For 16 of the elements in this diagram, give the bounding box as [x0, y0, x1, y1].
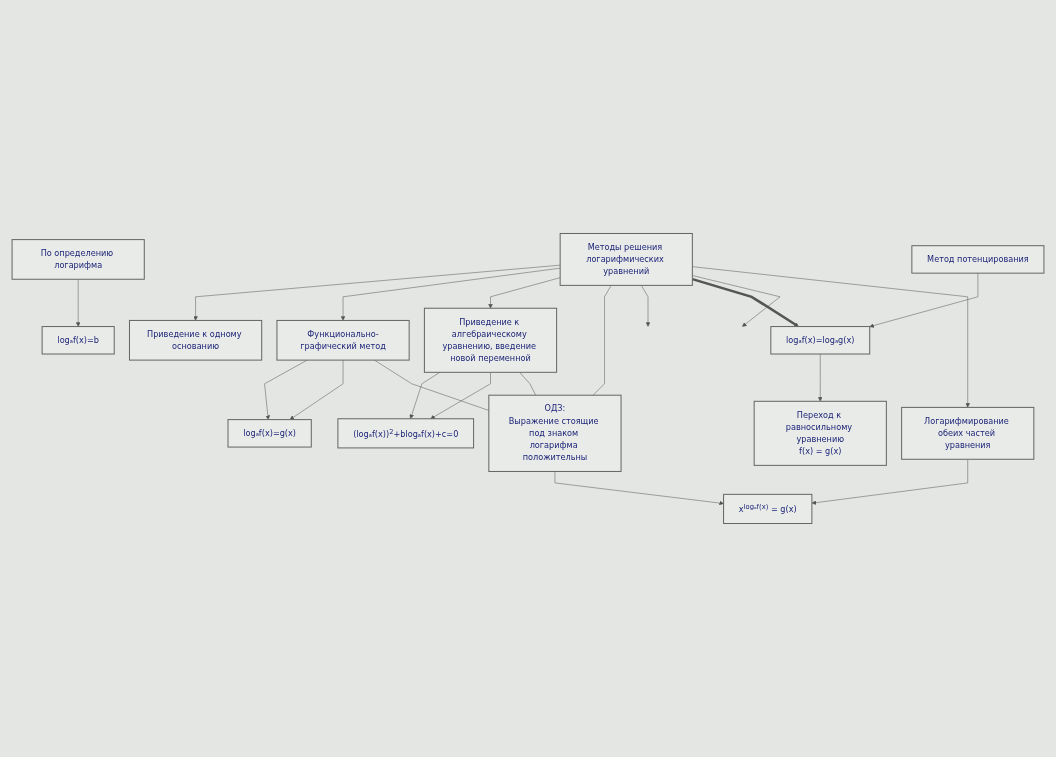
node-box: logₐf(x)=logₐg(x) — [770, 326, 871, 355]
node-box: ОДЗ: Выражение стоящие под знаком логарифма положительны — [488, 394, 622, 472]
node-box: logₐf(x)=b — [41, 326, 115, 355]
node-box: (logₐf(x))$^{2}$+blogₐf(x)+c=0 — [337, 418, 475, 449]
node-box: Переход к равносильному уравнению f(x) = g(x) — [753, 400, 887, 466]
node-box: Функционально-графический метод — [276, 319, 410, 361]
node-box: По определению логарифма — [11, 239, 145, 280]
node-box: Логарифмирование обеих частей уравнения — [901, 406, 1035, 460]
node-box: Методы решения логарифмических уравнений — [559, 233, 693, 286]
node-box: logₐf(x)=g(x) — [227, 419, 312, 448]
connector — [592, 285, 612, 396]
connector — [519, 372, 536, 396]
node-box: Приведение к алгебраическому уравнению, введение новой переменной — [423, 307, 558, 373]
node-box: x$^{logₐf(x)}$ = g(x) — [723, 493, 813, 524]
node-box: Метод потенцирования — [911, 245, 1045, 274]
node-box: Приведение к одному основанию — [128, 319, 263, 361]
